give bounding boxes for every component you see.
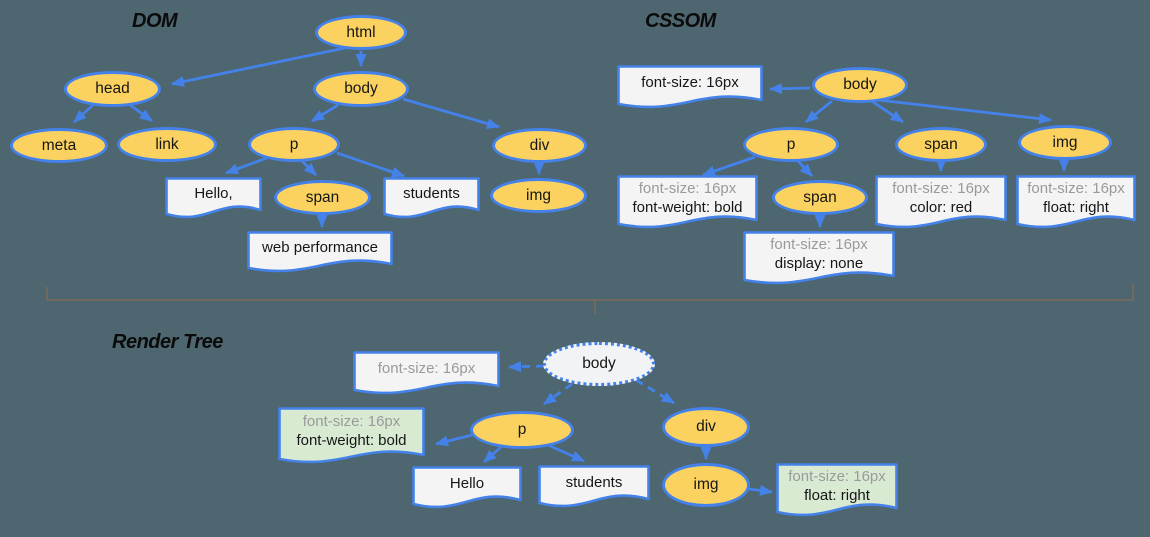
dom-textnode-webperf-label: web performance	[262, 239, 378, 256]
dom-node-p-label: p	[289, 135, 299, 153]
render-rule-body-line1: font-size: 16px	[377, 360, 476, 377]
render-node-div: div	[662, 407, 750, 447]
cssom-node-span-p: span	[772, 180, 868, 215]
dom-node-html: html	[315, 15, 407, 50]
dom-node-link-label: link	[155, 135, 179, 153]
cssom-rule-span-p-line2: display: none	[774, 254, 864, 272]
cssom-rule-p-line1: font-size: 16px	[638, 179, 737, 197]
cssom-node-body: body	[812, 67, 908, 103]
cssom-rule-p-line2: font-weight: bold	[632, 198, 743, 216]
dom-node-body-label: body	[344, 80, 378, 97]
dom-textnode-hello-label: Hello,	[194, 185, 233, 202]
dom-node-meta: meta	[10, 128, 108, 163]
render-node-p-label: p	[517, 421, 527, 438]
render-node-div-label: div	[696, 418, 716, 435]
cssom-rule-span-p: font-size: 16px display: none	[743, 231, 895, 286]
cssom-rule-p: font-size: 16px font-weight: bold	[617, 175, 758, 230]
render-textnode-hello-label: Hello	[449, 474, 485, 492]
render-node-body-label: body	[582, 355, 616, 372]
render-node-body: body	[543, 342, 655, 386]
cssom-rule-img-line1: font-size: 16px	[1027, 179, 1125, 197]
render-node-p: p	[470, 411, 574, 449]
render-textnode-students: students	[538, 465, 650, 509]
dom-node-img: img	[490, 178, 587, 213]
cssom-rule-span-body-line1: font-size: 16px	[892, 179, 990, 197]
dom-node-link: link	[117, 127, 217, 162]
dom-title: DOM	[132, 10, 178, 32]
dom-textnode-webperf: web performance	[247, 231, 393, 274]
cssom-node-span-body: span	[895, 127, 987, 162]
cssom-rule-img-line2: float: right	[1043, 198, 1109, 216]
dom-node-div: div	[492, 128, 587, 163]
cssom-node-body-label: body	[843, 76, 877, 93]
cssom-rule-span-body: font-size: 16px color: red	[875, 175, 1007, 230]
dom-node-img-label: img	[526, 186, 551, 204]
render-rule-p: font-size: 16px font-weight: bold	[278, 407, 425, 465]
dom-node-html-label: html	[346, 23, 376, 41]
dom-node-head-label: head	[95, 80, 130, 97]
render-rule-p-line1: font-size: 16px	[302, 413, 401, 430]
dom-textnode-students-label: students	[403, 185, 460, 202]
cssom-rule-body-line1: font-size: 16px	[641, 74, 739, 91]
render-textnode-students-label: students	[565, 473, 623, 491]
cssom-node-span-body-label: span	[924, 135, 958, 153]
cssom-node-span-p-label: span	[803, 188, 837, 206]
cssom-node-img: img	[1018, 125, 1112, 160]
cssom-node-p-label: p	[786, 135, 796, 153]
cssom-rule-span-p-line1: font-size: 16px	[770, 235, 868, 253]
cssom-rule-span-body-line2: color: red	[909, 198, 973, 216]
dom-node-span: span	[274, 180, 371, 215]
render-textnode-hello: Hello	[412, 466, 522, 510]
render-rule-img-line2: float: right	[804, 486, 870, 504]
cssom-rule-img: font-size: 16px float: right	[1016, 175, 1136, 230]
dom-node-body: body	[313, 71, 409, 107]
dom-node-div-label: div	[529, 136, 550, 154]
render-node-img-label: img	[693, 476, 719, 493]
render-rule-img: font-size: 16px float: right	[776, 463, 898, 518]
render-rule-p-line2: font-weight: bold	[296, 432, 407, 449]
dom-node-p: p	[248, 127, 340, 162]
dom-node-head: head	[64, 71, 161, 107]
cssom-node-p: p	[743, 127, 839, 162]
cssom-title: CSSOM	[645, 10, 716, 32]
cssom-node-img-label: img	[1052, 133, 1078, 151]
render-rule-img-line1: font-size: 16px	[788, 467, 886, 485]
dom-node-span-label: span	[305, 188, 340, 206]
dom-textnode-hello: Hello,	[165, 177, 262, 220]
dom-node-meta-label: meta	[41, 136, 77, 154]
section-divider	[46, 283, 1134, 314]
dom-textnode-students: students	[383, 177, 480, 220]
render-tree-title: Render Tree	[112, 331, 223, 353]
render-rule-body: font-size: 16px	[353, 351, 500, 396]
render-node-img: img	[662, 463, 750, 507]
cssom-rule-body: font-size: 16px	[617, 65, 763, 110]
